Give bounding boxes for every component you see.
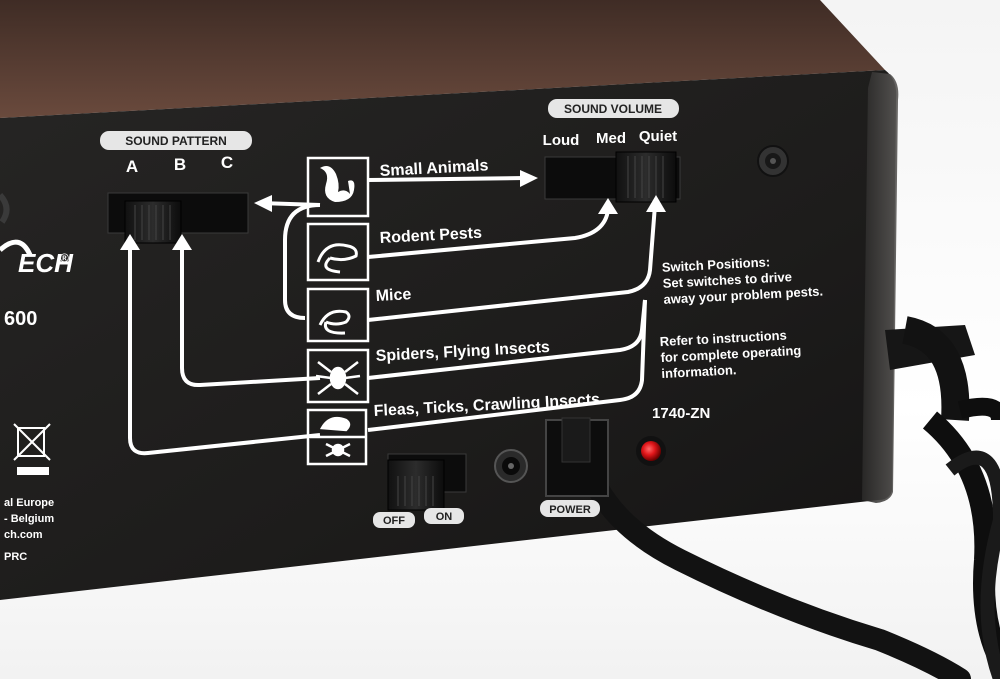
switch-positions-line1: Set switches to drive (662, 269, 792, 291)
on-label: ON (436, 511, 453, 523)
off-label-pill (373, 512, 415, 528)
switch-positions-title: Switch Positions: (661, 254, 770, 275)
model-fragment: 600 (4, 308, 37, 330)
pattern-label-c: C (221, 153, 233, 172)
address-line4: PRC (4, 551, 27, 563)
on-label-pill (424, 508, 464, 524)
off-label: OFF (383, 515, 405, 527)
dc-jack[interactable] (494, 449, 528, 483)
power-socket[interactable] (545, 417, 609, 497)
power-label-pill (540, 500, 600, 517)
case-top (0, 0, 885, 118)
power-switch-group: OFF ON (373, 453, 467, 528)
brand-registered-mark: ® (60, 251, 69, 265)
sound-volume-title-pill (548, 99, 679, 118)
rat-icon (316, 243, 358, 274)
mouse-icon-box (306, 287, 370, 343)
address-line3: ch.com (4, 529, 43, 541)
refer-line3: information. (661, 362, 737, 381)
sound-pattern-title: SOUND PATTERN (125, 134, 227, 148)
sound-volume-slider[interactable] (615, 151, 677, 203)
squirrel-icon-box (306, 156, 370, 218)
pest-icon-column (306, 156, 370, 466)
flea-tick-icon (310, 417, 366, 458)
spider-icon-box (306, 348, 370, 404)
pattern-label-b: B (174, 155, 186, 174)
refer-line2: for complete operating (660, 343, 801, 365)
panel-edge (862, 72, 899, 503)
volume-label-quiet: Quiet (639, 128, 677, 145)
model-number: 1740-ZN (652, 405, 710, 422)
power-switch-slider[interactable] (387, 459, 445, 511)
spider-icon (315, 361, 361, 395)
weee-bin-icon (13, 423, 51, 475)
power-indicator-led (636, 436, 666, 466)
address-line2: - Belgium (4, 513, 54, 525)
pattern-label-a: A (126, 157, 138, 176)
mounting-screw (757, 145, 789, 177)
sound-volume-group: SOUND VOLUME Loud Med Quiet (543, 99, 681, 203)
brand-logo-left (0, 192, 10, 224)
sound-pattern-slider[interactable] (124, 200, 182, 244)
rat-icon-box (306, 222, 370, 282)
pest-label-rodent-pests: Rodent Pests (379, 225, 482, 247)
side-power-cord (885, 316, 1000, 679)
legend-arrowheads (120, 170, 666, 250)
legend-connector-lines (128, 176, 657, 456)
mouse-icon (318, 309, 351, 335)
pest-label-mice: Mice (375, 286, 412, 305)
refer-line1: Refer to instructions (659, 327, 787, 349)
sound-pattern-group: SOUND PATTERN A B C (100, 131, 252, 244)
instructions-block: Switch Positions: Set switches to drive … (659, 254, 823, 381)
sound-pattern-title-pill (100, 131, 252, 150)
volume-label-med: Med (596, 130, 626, 147)
brand-logo-arc (0, 239, 33, 257)
power-cable (574, 444, 971, 679)
pest-label-small-animals: Small Animals (379, 157, 489, 180)
power-label: POWER (549, 504, 591, 516)
address-line1: al Europe (4, 497, 54, 509)
squirrel-icon (320, 166, 355, 202)
volume-label-loud: Loud (543, 132, 580, 149)
sound-volume-title: SOUND VOLUME (564, 102, 662, 116)
